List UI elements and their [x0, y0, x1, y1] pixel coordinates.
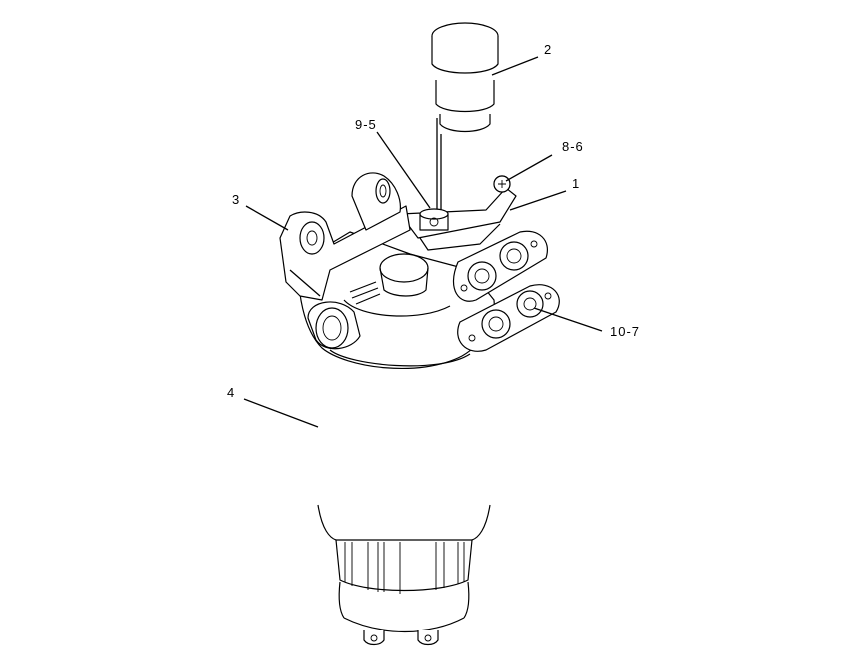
port-block-lower — [457, 284, 560, 352]
leader-10-7 — [533, 307, 603, 332]
callout-1: 1 — [572, 176, 581, 191]
bolt-part-8-6 — [493, 175, 511, 193]
leader-1 — [509, 190, 567, 211]
plunger-part-2 — [431, 22, 499, 212]
mounting-bracket-part-3 — [279, 172, 411, 301]
callout-8-6: 8-6 — [562, 139, 584, 154]
leader-2 — [491, 56, 539, 76]
leader-4 — [243, 398, 319, 428]
filter-canister-part-4 — [317, 504, 491, 646]
callout-9-5: 9-5 — [355, 117, 377, 132]
callout-4: 4 — [227, 385, 236, 400]
callout-2: 2 — [544, 42, 553, 57]
callout-3: 3 — [232, 192, 241, 207]
callout-10-7: 10-7 — [610, 324, 641, 339]
leader-8-6 — [505, 154, 553, 182]
leader-3 — [245, 205, 289, 231]
nut-part-9-5 — [419, 208, 449, 231]
leader-lines — [243, 56, 603, 428]
inlet-port — [307, 281, 381, 350]
leader-9-5 — [376, 131, 431, 209]
port-block-upper — [452, 230, 548, 302]
